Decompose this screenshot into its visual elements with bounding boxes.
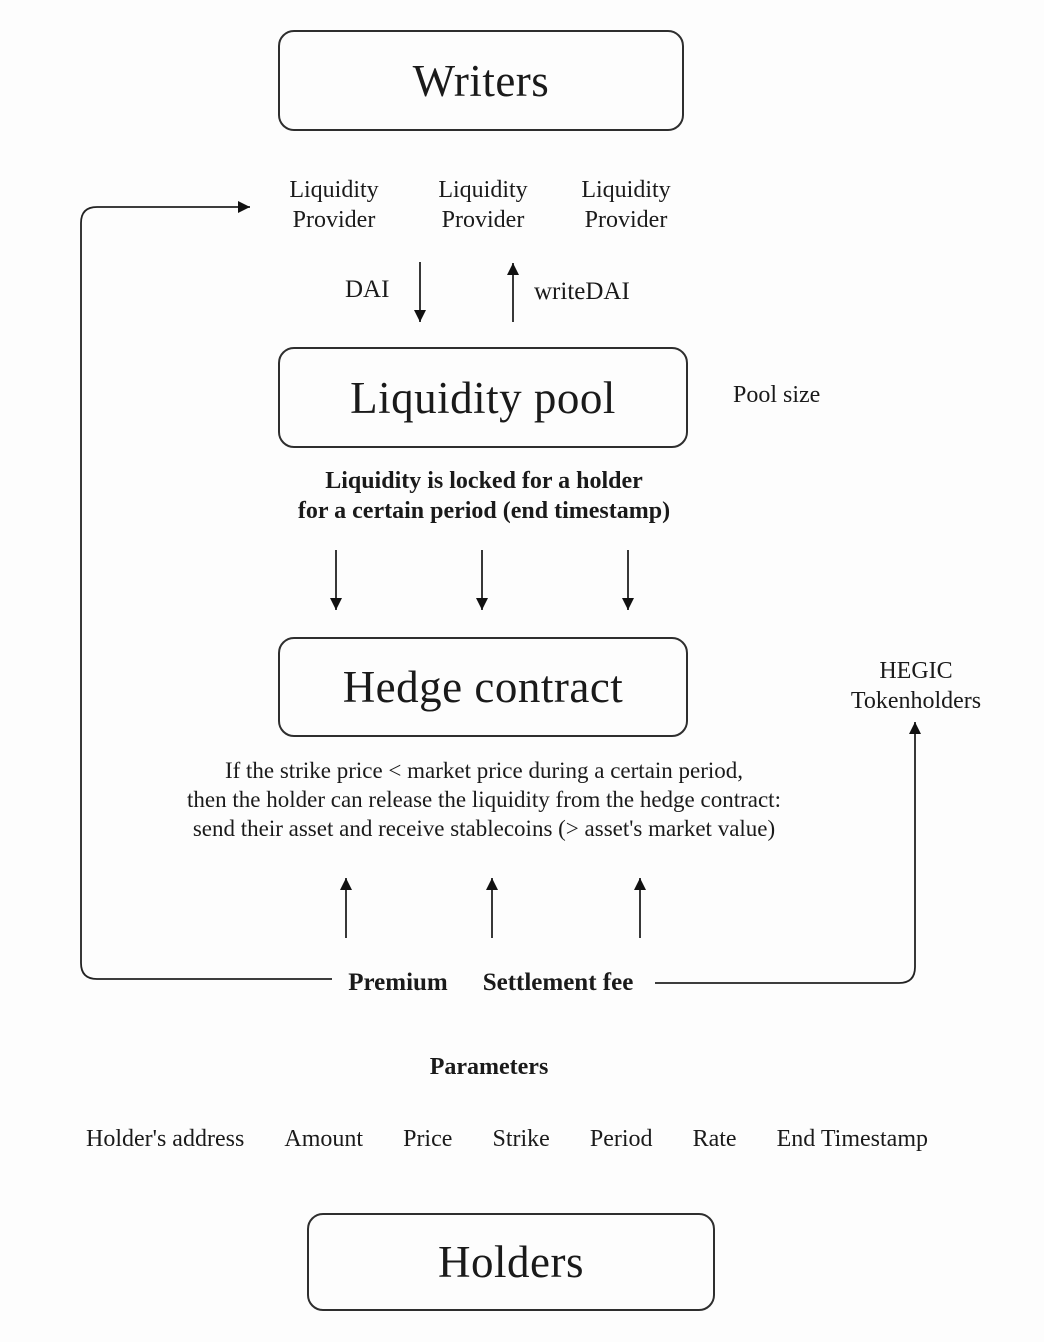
release-note-line-2: then the holder can release the liquidit… <box>187 787 781 812</box>
liquidity-provider-label-1: Liquidity Provider <box>289 177 379 233</box>
premium-loop-arrow <box>80 201 332 980</box>
holders-box: Holders <box>307 1213 715 1311</box>
dai-label: DAI <box>345 276 390 303</box>
liquidity-pool-box-label: Liquidity pool <box>350 372 616 423</box>
writers-box: Writers <box>278 30 684 131</box>
hedge-contract-box-label: Hedge contract <box>342 662 624 712</box>
parameter-strike: Strike <box>492 1126 550 1152</box>
writers-box-label: Writers <box>412 55 550 106</box>
premium-label: Premium <box>348 969 448 996</box>
parameters-row: Holder's address Amount Price Strike Per… <box>86 1126 928 1153</box>
parameter-end-timestamp: End Timestamp <box>776 1126 928 1152</box>
parameter-price: Price <box>403 1126 453 1152</box>
liquidity-pool-box: Liquidity pool <box>278 347 688 448</box>
parameter-rate: Rate <box>692 1126 737 1152</box>
holders-box-label: Holders <box>438 1237 584 1287</box>
parameter-holders-address: Holder's address <box>86 1126 245 1152</box>
locked-note-line-2: for a certain period (end timestamp) <box>297 498 671 524</box>
pool-size-label: Pool size <box>733 382 821 408</box>
hedge-contract-box: Hedge contract <box>278 637 688 737</box>
settlement-to-hegic-arrow <box>655 722 921 984</box>
parameter-amount: Amount <box>284 1126 364 1152</box>
liquidity-provider-label-3: Liquidity Provider <box>581 177 671 233</box>
release-note-line-3: send their asset and receive stablecoins… <box>192 816 776 841</box>
hegic-line-1: HEGIC <box>879 658 953 684</box>
liquidity-provider-label-2: Liquidity Provider <box>438 177 528 233</box>
settlement-fee-label: Settlement fee <box>482 969 634 996</box>
writedai-label: writeDAI <box>534 278 630 305</box>
hegic-tokenholders-label: HEGIC Tokenholders <box>851 656 981 716</box>
release-note-line-1: If the strike price < market price durin… <box>224 758 744 783</box>
hegic-line-2: Tokenholders <box>850 688 982 714</box>
release-note: If the strike price < market price durin… <box>187 756 781 843</box>
locked-note-line-1: Liquidity is locked for a holder <box>325 468 643 494</box>
parameter-period: Period <box>589 1126 653 1152</box>
locked-note: Liquidity is locked for a holder for a c… <box>298 466 670 526</box>
parameters-title: Parameters <box>429 1054 549 1080</box>
